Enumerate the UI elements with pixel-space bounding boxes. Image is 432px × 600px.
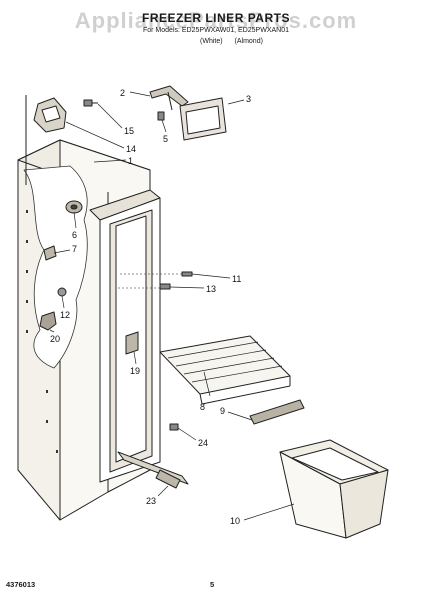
freezer-bin-part-10 [279, 439, 389, 539]
page-number: 5 [210, 580, 215, 589]
document-number: 4376013 [6, 580, 36, 589]
page-title: FREEZER LINER PARTS [142, 11, 290, 25]
leader-11 [191, 273, 231, 279]
callout-7: 7 [72, 244, 77, 254]
screw-part-12 [57, 287, 67, 297]
color-variants: (White) (Almond) [200, 38, 273, 45]
wire-shelf-part-8 [159, 335, 291, 405]
leader-24 [177, 427, 197, 441]
leader-7 [53, 249, 71, 254]
leader-8 [203, 371, 211, 397]
leader-6 [73, 211, 77, 229]
leader-19 [133, 351, 137, 365]
clip-part-20 [39, 311, 57, 331]
control-part-6 [65, 200, 83, 214]
leader-10 [243, 503, 295, 521]
liner-front-flange [89, 189, 161, 483]
leader-2 [129, 91, 151, 97]
callout-11: 11 [232, 274, 241, 284]
light-shield-part-3 [179, 97, 227, 141]
leader-12 [61, 295, 65, 309]
callout-2: 2 [120, 88, 125, 98]
screw-part-15 [83, 99, 98, 107]
callout-14: 14 [126, 144, 136, 154]
screw-part-5 [157, 111, 165, 121]
screw-part-24 [169, 423, 179, 431]
bracket-part-23 [117, 451, 189, 489]
variant-white: (White) [200, 38, 223, 45]
screw-part-13 [159, 283, 171, 290]
callout-15: 15 [124, 126, 134, 136]
model-list: For Models: ED25PWXAW01, ED25PWXAN01 [142, 27, 289, 34]
leader-20 [49, 329, 55, 333]
leader-3 [227, 99, 245, 105]
bracket-part-14 [33, 97, 67, 133]
shelf-trim-part-9 [249, 399, 305, 425]
callout-6: 6 [72, 230, 77, 240]
clip-part-11 [181, 271, 193, 277]
callout-20: 20 [50, 334, 60, 344]
callout-9: 9 [220, 406, 225, 416]
leader-15 [97, 103, 123, 129]
site-watermark: AppliancePartsPros.com [74, 8, 358, 33]
clip-part-7 [43, 245, 57, 261]
callout-23: 23 [146, 496, 156, 506]
leader-14 [65, 121, 125, 149]
callout-19: 19 [130, 366, 140, 376]
leader-13 [169, 286, 205, 289]
leader-1 [93, 159, 127, 163]
callout-5: 5 [163, 134, 168, 144]
callout-12: 12 [60, 310, 70, 320]
leader-9 [227, 411, 253, 421]
callout-10: 10 [230, 516, 240, 526]
callout-24: 24 [198, 438, 208, 448]
leader-23 [157, 485, 169, 497]
bracket-part-19 [125, 331, 139, 355]
variant-almond: (Almond) [234, 38, 263, 45]
leader-5 [161, 119, 167, 133]
callout-1: 1 [128, 156, 133, 166]
callout-3: 3 [246, 94, 251, 104]
callout-8: 8 [200, 402, 205, 412]
callout-13: 13 [206, 284, 216, 294]
